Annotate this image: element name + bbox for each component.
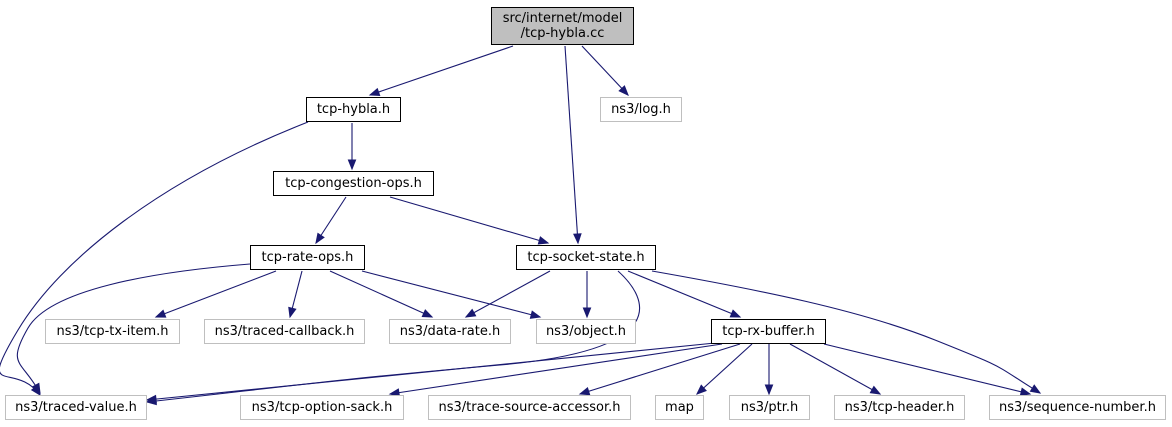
node-tcp-hybla-h[interactable]: tcp-hybla.h	[306, 97, 401, 122]
edge-tcp-rate-ops-h-to-traced-value-h	[16, 263, 251, 395]
edge-tcp-rx-buffer-h-to-traced-value-h	[145, 342, 716, 404]
edge-arrowhead-tcp-socket-state-h-to-object-h	[582, 307, 592, 319]
node-ns3-tcp-header-h: ns3/tcp-header.h	[834, 395, 965, 420]
node-ns3-object-h: ns3/object.h	[536, 319, 636, 344]
node-label: tcp-hybla.h	[316, 102, 391, 117]
node-label: ns3/sequence-number.h	[999, 400, 1156, 415]
edge-arrowhead-tcp-rate-ops-h-to-traced-value-h	[31, 382, 41, 395]
edge-tcp-rate-ops-h-to-traced-callback-h	[288, 270, 303, 319]
edge-arrowhead-tcp-rx-buffer-h-to-map	[696, 384, 707, 395]
edge-arrowhead-tcp-socket-state-h-to-sequence-number-h	[1029, 384, 1042, 394]
edge-tcp-hybla-h-to-tcp-congestion-ops-h	[347, 123, 357, 171]
edge-line-tcp-rx-buffer-h-to-traced-value-h	[146, 342, 716, 401]
edge-tcp-socket-state-h-to-sequence-number-h	[651, 270, 1042, 394]
node-root-line-2: /tcp-hybla.cc	[520, 26, 605, 41]
node-ns3-tcp-tx-item-h: ns3/tcp-tx-item.h	[45, 319, 180, 344]
edge-root-to-tcp-socket-state-h	[564, 45, 582, 245]
node-label: ns3/ptr.h	[740, 400, 799, 415]
edge-arrowhead-tcp-rate-ops-h-to-tcp-tx-item-h	[154, 309, 167, 318]
edge-line-tcp-rx-buffer-h-to-tcp-header-h	[789, 343, 881, 395]
node-tcp-congestion-ops-h[interactable]: tcp-congestion-ops.h	[273, 171, 434, 196]
edge-arrowhead-tcp-socket-state-h-to-data-rate-h	[464, 308, 477, 318]
edge-arrowhead-tcp-congestion-ops-h-to-tcp-rate-ops-h	[315, 232, 325, 245]
edge-tcp-rx-buffer-h-to-ptr-h	[764, 344, 774, 396]
edge-arrowhead-tcp-rx-buffer-h-to-sequence-number-h	[1019, 387, 1032, 396]
node-ns3-log-h: ns3/log.h	[600, 97, 682, 122]
edge-line-tcp-rate-ops-h-to-tcp-tx-item-h	[155, 270, 277, 318]
edge-arrowhead-tcp-rate-ops-h-to-traced-callback-h	[288, 306, 297, 319]
edge-root-to-log-h	[581, 45, 629, 96]
edge-tcp-socket-state-h-to-tcp-rx-buffer-h	[627, 270, 742, 318]
edge-line-tcp-rate-ops-h-to-data-rate-h	[329, 270, 433, 318]
node-map: map	[655, 395, 704, 420]
edge-line-tcp-hybla-h-to-traced-value-h	[0, 121, 309, 396]
node-label: map	[665, 400, 694, 415]
node-tcp-socket-state-h[interactable]: tcp-socket-state.h	[516, 245, 656, 270]
node-ns3-traced-value-h: ns3/traced-value.h	[5, 395, 147, 420]
edge-arrowhead-root-to-tcp-hybla-h	[368, 87, 381, 97]
node-label: tcp-rate-ops.h	[261, 250, 354, 265]
edge-tcp-rate-ops-h-to-object-h	[361, 270, 542, 319]
node-label: ns3/tcp-option-sack.h	[251, 400, 393, 415]
edge-arrowhead-tcp-hybla-h-to-tcp-congestion-ops-h	[347, 159, 357, 171]
edge-tcp-rx-buffer-h-to-tcp-header-h	[789, 343, 882, 395]
node-ns3-trace-source-accessor-h: ns3/trace-source-accessor.h	[428, 395, 631, 420]
node-label: tcp-socket-state.h	[527, 250, 645, 265]
node-root-line-1: src/internet/model	[502, 11, 623, 26]
edge-tcp-rx-buffer-h-to-sequence-number-h	[823, 343, 1032, 396]
edge-arrowhead-root-to-tcp-socket-state-h	[573, 233, 582, 245]
edge-arrowhead-tcp-rate-ops-h-to-object-h	[529, 310, 542, 319]
edge-line-root-to-log-h	[581, 45, 629, 96]
edge-arrowhead-tcp-rx-buffer-h-to-ptr-h	[764, 384, 774, 396]
node-root-tcp-hybla-cc: src/internet/model /tcp-hybla.cc	[491, 7, 634, 45]
edge-line-tcp-rx-buffer-h-to-tcp-option-sack-h	[389, 343, 723, 395]
edge-tcp-rate-ops-h-to-data-rate-h	[329, 270, 434, 318]
edge-tcp-rx-buffer-h-to-trace-source-accessor-h	[578, 343, 741, 396]
edge-line-root-to-tcp-hybla-h	[369, 45, 514, 96]
edge-line-tcp-socket-state-h-to-tcp-rx-buffer-h	[627, 270, 741, 318]
edge-arrowhead-tcp-rx-buffer-h-to-traced-value-h	[145, 394, 157, 404]
edge-line-tcp-rx-buffer-h-to-trace-source-accessor-h	[579, 343, 741, 395]
edge-tcp-rx-buffer-h-to-map	[696, 343, 753, 395]
edge-line-tcp-socket-state-h-to-data-rate-h	[465, 270, 551, 318]
node-ns3-tcp-option-sack-h: ns3/tcp-option-sack.h	[240, 395, 404, 420]
edge-tcp-socket-state-h-to-data-rate-h	[464, 270, 551, 318]
node-label: ns3/object.h	[545, 324, 627, 339]
node-label: ns3/tcp-tx-item.h	[56, 324, 169, 339]
node-label: ns3/data-rate.h	[399, 324, 501, 339]
node-label: tcp-congestion-ops.h	[285, 176, 422, 191]
edge-arrowhead-root-to-log-h	[618, 85, 629, 96]
edge-tcp-congestion-ops-h-to-tcp-rate-ops-h	[315, 196, 347, 245]
node-label: ns3/tcp-header.h	[844, 400, 955, 415]
edge-arrowhead-tcp-rx-buffer-h-to-tcp-header-h	[869, 385, 882, 395]
node-ns3-data-rate-h: ns3/data-rate.h	[389, 319, 511, 344]
edge-line-root-to-tcp-socket-state-h	[564, 45, 579, 244]
edge-line-tcp-rate-ops-h-to-traced-value-h	[16, 263, 251, 394]
node-ns3-ptr-h: ns3/ptr.h	[729, 395, 810, 420]
node-ns3-sequence-number-h: ns3/sequence-number.h	[989, 395, 1166, 420]
node-ns3-traced-callback-h: ns3/traced-callback.h	[204, 319, 365, 344]
node-tcp-rx-buffer-h[interactable]: tcp-rx-buffer.h	[711, 319, 826, 344]
edge-arrowhead-tcp-rate-ops-h-to-data-rate-h	[421, 309, 434, 318]
node-label: tcp-rx-buffer.h	[722, 324, 815, 339]
edge-root-to-tcp-hybla-h	[368, 45, 514, 97]
node-label: ns3/log.h	[611, 102, 671, 117]
edge-line-tcp-congestion-ops-h-to-tcp-socket-state-h	[389, 196, 549, 244]
edge-line-tcp-socket-state-h-to-sequence-number-h	[651, 270, 1041, 394]
node-label: ns3/trace-source-accessor.h	[438, 400, 621, 415]
edge-arrowhead-tcp-congestion-ops-h-to-tcp-socket-state-h	[537, 236, 550, 245]
node-tcp-rate-ops-h[interactable]: tcp-rate-ops.h	[250, 245, 365, 270]
edge-line-tcp-rx-buffer-h-to-map	[696, 343, 753, 395]
edge-line-tcp-rate-ops-h-to-object-h	[361, 270, 541, 318]
edge-arrowhead-tcp-socket-state-h-to-tcp-rx-buffer-h	[729, 309, 742, 318]
node-label: ns3/traced-value.h	[15, 400, 137, 415]
node-label: ns3/traced-callback.h	[214, 324, 355, 339]
edge-tcp-congestion-ops-h-to-tcp-socket-state-h	[389, 196, 550, 245]
edge-line-tcp-rx-buffer-h-to-sequence-number-h	[823, 343, 1031, 395]
edge-tcp-socket-state-h-to-object-h	[582, 271, 592, 319]
edge-arrowhead-tcp-rx-buffer-h-to-trace-source-accessor-h	[578, 387, 591, 396]
edge-tcp-rate-ops-h-to-tcp-tx-item-h	[154, 270, 277, 318]
